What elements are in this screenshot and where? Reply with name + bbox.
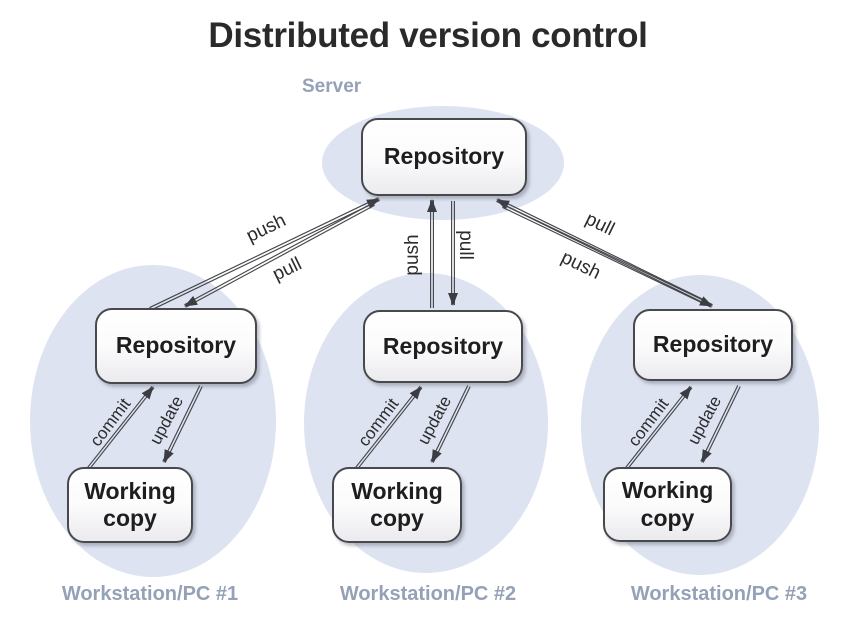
- connector-update-2: [430, 385, 471, 463]
- workstation1-repository-node: Repository: [95, 308, 257, 384]
- workstation3-repository-node: Repository: [633, 309, 793, 381]
- connector-commit-1: [86, 385, 155, 471]
- connector-pull-middle: [448, 201, 458, 306]
- server-repository-node: Repository: [361, 118, 527, 196]
- workstation2-caption: Workstation/PC #2: [339, 583, 517, 605]
- page-title: Distributed version control: [208, 16, 648, 55]
- workstation1-caption: Workstation/PC #1: [61, 583, 239, 605]
- connector-update-1: [162, 385, 203, 463]
- workstation1-working-copy-node: Working copy: [67, 467, 193, 543]
- connector-pull-right: [502, 204, 713, 308]
- connector-commit-2: [354, 385, 423, 471]
- arrow-label-pull-right: pull: [582, 209, 618, 241]
- server-group-label: Server: [302, 76, 362, 97]
- arrow-label-push-middle: push: [402, 234, 423, 275]
- arrow-label-push-left: push: [243, 210, 289, 247]
- connector-pull-left: [184, 202, 375, 308]
- workstation3-caption: Workstation/PC #3: [630, 583, 808, 605]
- connector-update-3: [700, 385, 741, 463]
- connector-push-left: [149, 197, 380, 311]
- connector-push-middle: [427, 199, 437, 308]
- arrow-label-pull-middle: pull: [455, 230, 476, 260]
- arrow-label-pull-left: pull: [269, 254, 305, 286]
- workstation2-working-copy-node: Working copy: [332, 467, 462, 543]
- workstation2-repository-node: Repository: [363, 310, 523, 383]
- connector-commit-3: [624, 385, 693, 471]
- workstation3-working-copy-node: Working copy: [603, 467, 732, 542]
